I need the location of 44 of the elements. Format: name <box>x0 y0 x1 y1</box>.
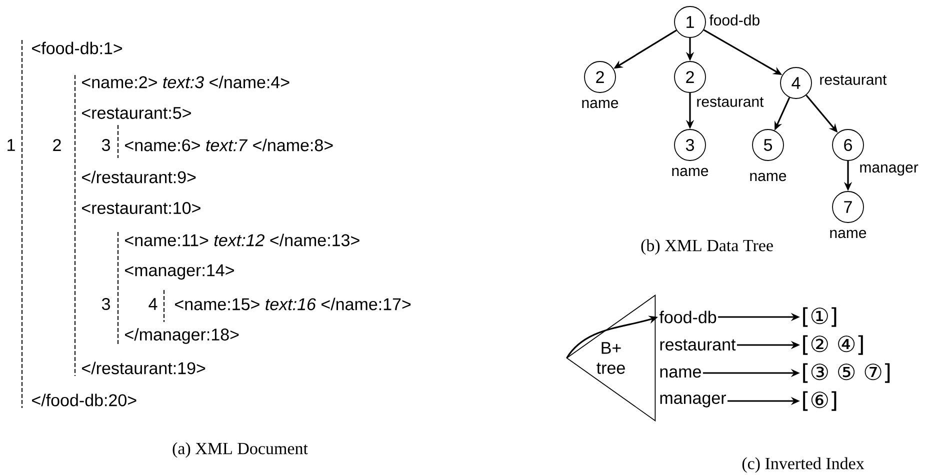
node-label: food-db <box>709 14 760 26</box>
index-key: food-db <box>659 310 716 324</box>
code-line: <food-db:1> <box>32 42 122 54</box>
node-label: name <box>672 168 708 176</box>
tree-node: 2 <box>674 61 706 93</box>
depth-number: 3 <box>102 138 110 152</box>
tree-node: 7 <box>832 191 864 223</box>
node-label: restaurant <box>820 75 887 85</box>
code-line: <restaurant:5> <box>82 107 191 119</box>
node-label: restaurant <box>697 97 764 107</box>
depth-number: 3 <box>102 298 110 310</box>
posting-list: [② ④] <box>803 335 863 355</box>
code-line: </restaurant:9> <box>82 170 196 184</box>
index-key: restaurant <box>660 339 736 351</box>
depth-number: 4 <box>148 298 158 310</box>
node-label: name <box>750 172 786 182</box>
caption: (c) Inverted Index <box>742 457 864 473</box>
code-line: <name:15> text:16 </name:17> <box>175 298 411 310</box>
node-label: name <box>830 230 866 238</box>
tree-node: 2 <box>584 61 616 93</box>
code-line: </manager:18> <box>125 328 239 344</box>
code-line: </food-db:20> <box>32 394 136 406</box>
code-line: <name:6> text:7 </name:8> <box>125 138 333 152</box>
tree-node: 3 <box>674 129 706 161</box>
depth-number: 1 <box>8 139 15 151</box>
code-line: <name:11> text:12 </name:13> <box>125 234 360 246</box>
code-line: <name:2> text:3 </name:4> <box>82 76 290 88</box>
tree-node: 4 <box>780 67 812 99</box>
code-line: <manager:14> <box>125 264 234 280</box>
node-label: name <box>582 100 618 108</box>
tree-node: 6 <box>832 129 864 161</box>
posting-list: [⑥] <box>803 391 836 411</box>
posting-list: [③ ⑤ ⑦] <box>803 363 890 383</box>
node-label: manager <box>860 164 918 176</box>
index-key: manager <box>660 394 726 408</box>
index-key: name <box>660 368 701 378</box>
code-line: </restaurant:19> <box>82 362 206 374</box>
tree-node: 5 <box>752 129 784 161</box>
tree-node: 1 <box>674 6 706 38</box>
depth-number: 2 <box>53 139 61 151</box>
code-line: <restaurant:10> <box>82 202 200 214</box>
posting-list: [①] <box>803 307 836 327</box>
caption: (b) XML Data Tree <box>641 239 773 255</box>
caption: (a) XML Document <box>172 442 308 458</box>
